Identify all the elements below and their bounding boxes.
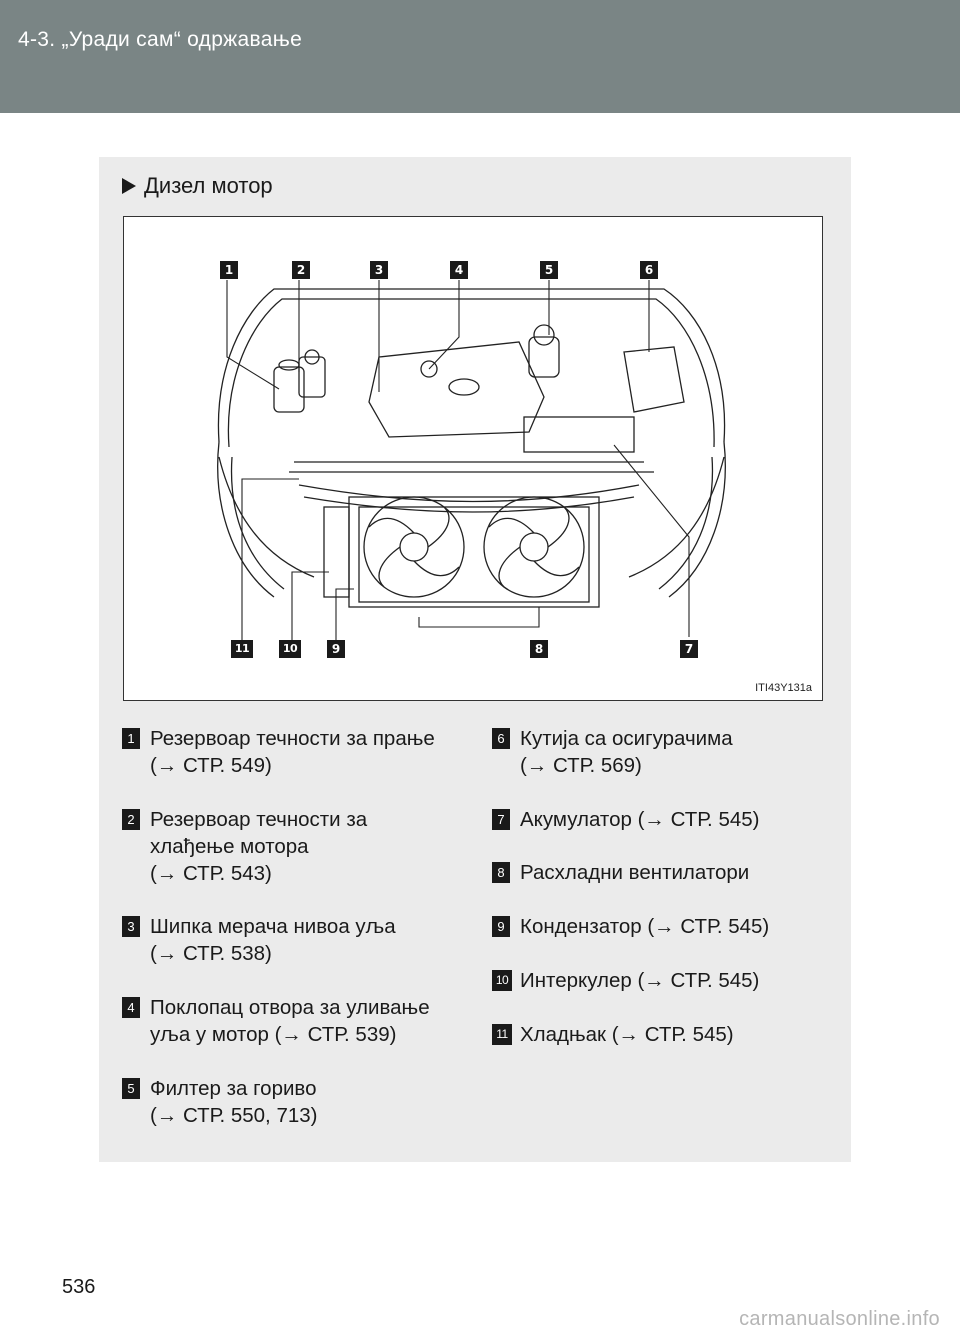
item-text: Хладњак (→ СТР. 545) [520,1021,734,1048]
item-number: 10 [492,970,512,991]
item-text: Акумулатор (→ СТР. 545) [520,806,759,833]
item-line: Резервоар течности за [150,808,368,831]
item-text: Кутија са осигурачима (→ СТР. 569) [520,725,733,779]
callout-9: 9 [327,640,345,658]
engine-drawing [217,280,726,647]
section-title-text: Дизел мотор [144,173,273,198]
chapter-header: 4-3. „Уради сам“ одржавање [0,0,960,113]
item-line: Шипка мерача нивоа уља [150,915,396,938]
item-text: Шипка мерача нивоа уља (→ СТР. 538) [150,913,396,967]
item-text: Расхладни вентилатори [520,859,749,886]
item-number: 5 [122,1078,140,1099]
item-text: Кондензатор (→ СТР. 545) [520,913,769,940]
item-line: Поклопац отвора за уливање [150,996,430,1019]
item-line: Интеркулер (→ СТР. 545) [520,969,760,992]
callout-6: 6 [640,261,658,279]
engine-bay-illustration: 1 2 3 4 5 6 7 8 9 10 11 ITI43Y131a [123,216,823,701]
item-line: Филтер за гориво [150,1077,317,1100]
item-line: (→ СТР. 538) [150,942,272,965]
chapter-title: 4-3. „Уради сам“ одржавање [18,28,303,51]
item-line: Кондензатор (→ СТР. 545) [520,915,770,938]
item-line: Кутија са осигурачима [520,727,733,750]
callout-5: 5 [540,261,558,279]
item-line: Хладњак (→ СТР. 545) [520,1023,734,1046]
item-number: 9 [492,916,510,937]
item-number: 1 [122,728,140,749]
item-line: (→ СТР. 569) [520,754,642,777]
item-line: уља у мотор (→ СТР. 539) [150,1023,397,1046]
callout-2: 2 [292,261,310,279]
item-number: 2 [122,809,140,830]
callout-8: 8 [530,640,548,658]
section-heading: Дизел мотор [122,173,273,199]
callout-4: 4 [450,261,468,279]
figure-code: ITI43Y131a [755,682,812,694]
callout-10: 10 [279,640,301,658]
item-text: Резервоар течности за прање (→ СТР. 549) [150,725,435,779]
callout-1: 1 [220,261,238,279]
item-text: Филтер за гориво (→ СТР. 550, 713) [150,1075,317,1129]
item-number: 4 [122,997,140,1018]
item-number: 8 [492,862,510,883]
triangle-bullet-icon [122,178,136,194]
item-line: (→ СТР. 550, 713) [150,1104,318,1127]
item-line: Резервоар течности за прање [150,727,435,750]
callout-11: 11 [231,640,253,658]
item-number: 11 [492,1024,512,1045]
item-number: 3 [122,916,140,937]
item-text: Резервоар течности за хлађење мотора (→ … [150,806,367,887]
item-number: 6 [492,728,510,749]
item-line: (→ СТР. 543) [150,862,272,885]
callout-3: 3 [370,261,388,279]
item-line: хлађење мотора [150,835,309,858]
item-line: Расхладни вентилатори [520,861,750,884]
item-text: Поклопац отвора за уливање уља у мотор (… [150,994,430,1048]
callout-7: 7 [680,640,698,658]
item-line: (→ СТР. 549) [150,754,272,777]
item-number: 7 [492,809,510,830]
watermark: carmanualsonline.info [739,1308,940,1330]
item-text: Интеркулер (→ СТР. 545) [520,967,759,994]
page-number: 536 [62,1276,96,1298]
item-line: Акумулатор (→ СТР. 545) [520,808,760,831]
